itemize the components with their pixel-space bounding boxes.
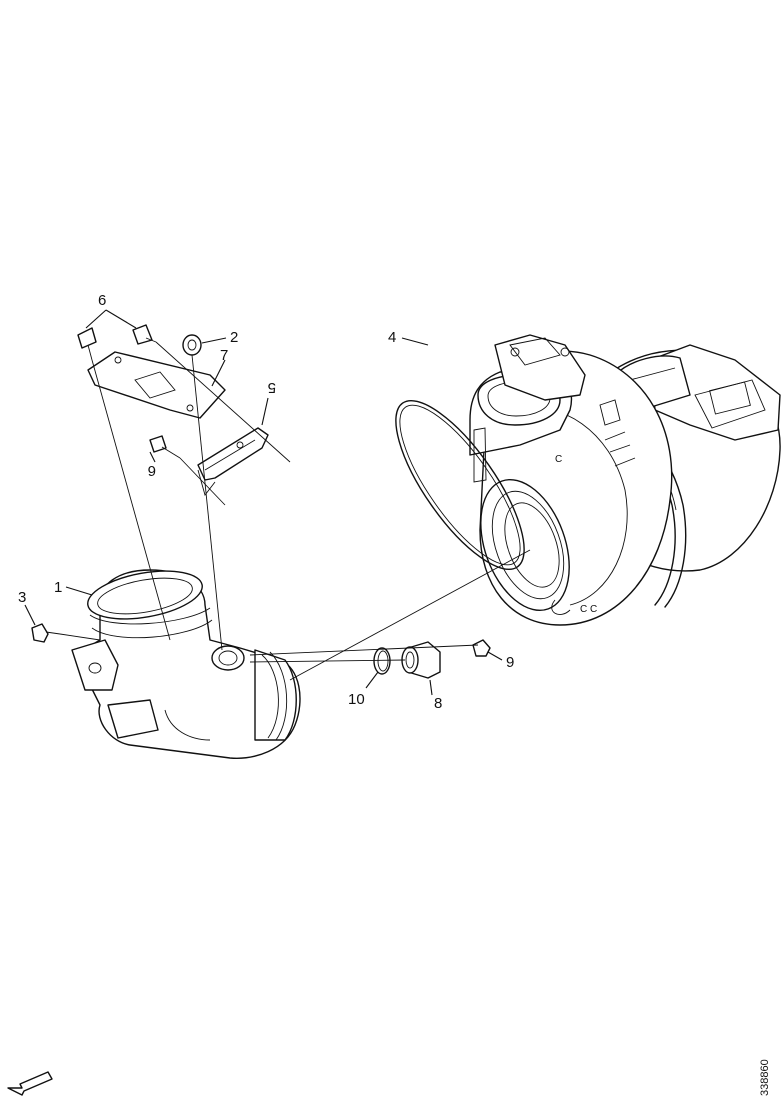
callouts: 1 2 3 4 5 6 6 7 8 9 10 — [18, 292, 514, 712]
nut-part-9 — [472, 639, 491, 657]
bracket-part-7 — [87, 351, 226, 419]
intake-elbow-part-1 — [71, 569, 301, 759]
callout-2: 2 — [230, 329, 238, 346]
bolt-part-3 — [31, 623, 61, 643]
callout-5: 5 — [268, 379, 276, 396]
bracket-part-5 — [197, 427, 269, 496]
callout-6-lower: 6 — [148, 462, 156, 479]
callout-1: 1 — [54, 579, 62, 596]
callout-10: 10 — [348, 691, 365, 708]
callout-3: 3 — [18, 589, 26, 606]
svg-text:C C: C C — [580, 604, 597, 615]
o-ring-part-4 — [395, 399, 525, 571]
callout-8: 8 — [434, 695, 442, 712]
callout-9: 9 — [506, 654, 514, 671]
plug-part-8 — [401, 641, 441, 679]
callout-6: 6 — [98, 292, 106, 309]
front-arrow-icon — [7, 1071, 53, 1096]
nut-part-2 — [182, 334, 202, 356]
reference-code: 338860 — [759, 1059, 771, 1096]
turbocharger: C C C — [469, 334, 781, 626]
svg-text:C: C — [555, 454, 562, 465]
screws-part-6 — [77, 324, 181, 459]
callout-4: 4 — [388, 329, 396, 346]
seal-part-10 — [373, 647, 391, 675]
assembly-lines — [59, 341, 531, 681]
callout-7: 7 — [220, 347, 228, 364]
